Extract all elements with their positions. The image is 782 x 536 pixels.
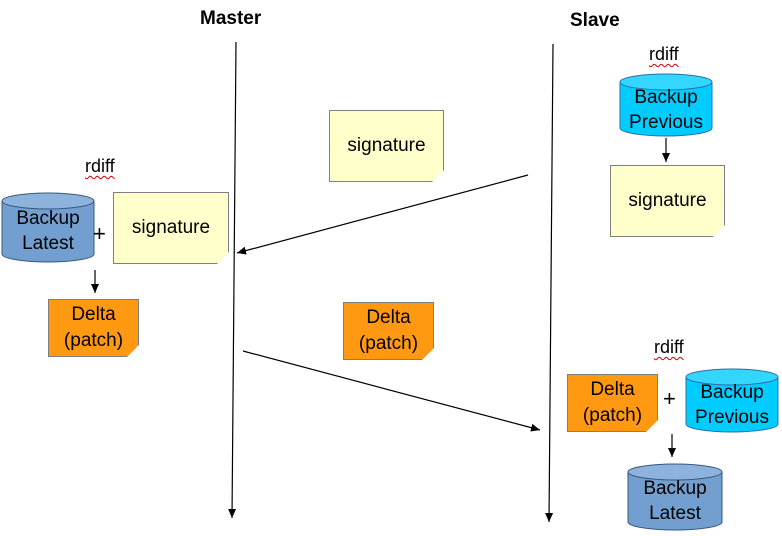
slave-patch-backup-previous-db xyxy=(685,368,779,433)
slave-backup-previous-db xyxy=(619,73,713,137)
delta-line1: Delta xyxy=(590,379,635,401)
master-signature-note: signature xyxy=(113,192,229,264)
db-label-line2: Latest xyxy=(22,232,74,254)
signature-message-arrow xyxy=(236,174,529,255)
delta-line1: Delta xyxy=(71,304,116,326)
master-backup-latest-label: Backup Latest xyxy=(2,207,94,256)
master-heading: Master xyxy=(200,8,262,29)
db-label-line2: Latest xyxy=(649,502,701,524)
delta-line2: (patch) xyxy=(358,333,419,354)
master-backup-latest-db xyxy=(1,192,95,263)
db-label-line2: Previous xyxy=(629,111,703,133)
slave-delta-note: Delta (patch) xyxy=(567,374,658,432)
delta-message-note: Delta (patch) xyxy=(343,302,434,360)
master-rdiff-label: rdiff xyxy=(85,156,115,176)
delta-line2: (patch) xyxy=(582,405,643,426)
slave-plus-sign: + xyxy=(663,386,676,411)
delta-message-arrow xyxy=(242,350,541,432)
slave-patch-rdiff-label: rdiff xyxy=(654,337,684,357)
slave-signature-note: signature xyxy=(610,165,725,237)
slave-heading: Slave xyxy=(570,10,620,31)
db-label-line2: Previous xyxy=(695,406,769,428)
db-label-line1: Backup xyxy=(700,382,764,403)
db-label-line1: Backup xyxy=(643,478,707,499)
delta-line2: (patch) xyxy=(63,330,124,351)
slave-backup-latest-label: Backup Latest xyxy=(628,477,722,526)
master-delta-note: Delta (patch) xyxy=(48,299,139,357)
delta-line1: Delta xyxy=(366,307,411,329)
slave-timeline xyxy=(545,43,554,523)
slave-rdiff-label: rdiff xyxy=(649,44,679,64)
slave-patch-backup-previous-label: Backup Previous xyxy=(686,381,778,430)
db-label-line1: Backup xyxy=(634,87,698,108)
slave-backup-latest-db xyxy=(627,463,723,531)
db-label-line1: Backup xyxy=(16,208,80,229)
slave-backup-previous-label: Backup Previous xyxy=(620,86,712,135)
master-timeline xyxy=(228,41,237,519)
signature-message-note: signature xyxy=(329,110,444,182)
master-plus-sign: + xyxy=(93,221,106,246)
